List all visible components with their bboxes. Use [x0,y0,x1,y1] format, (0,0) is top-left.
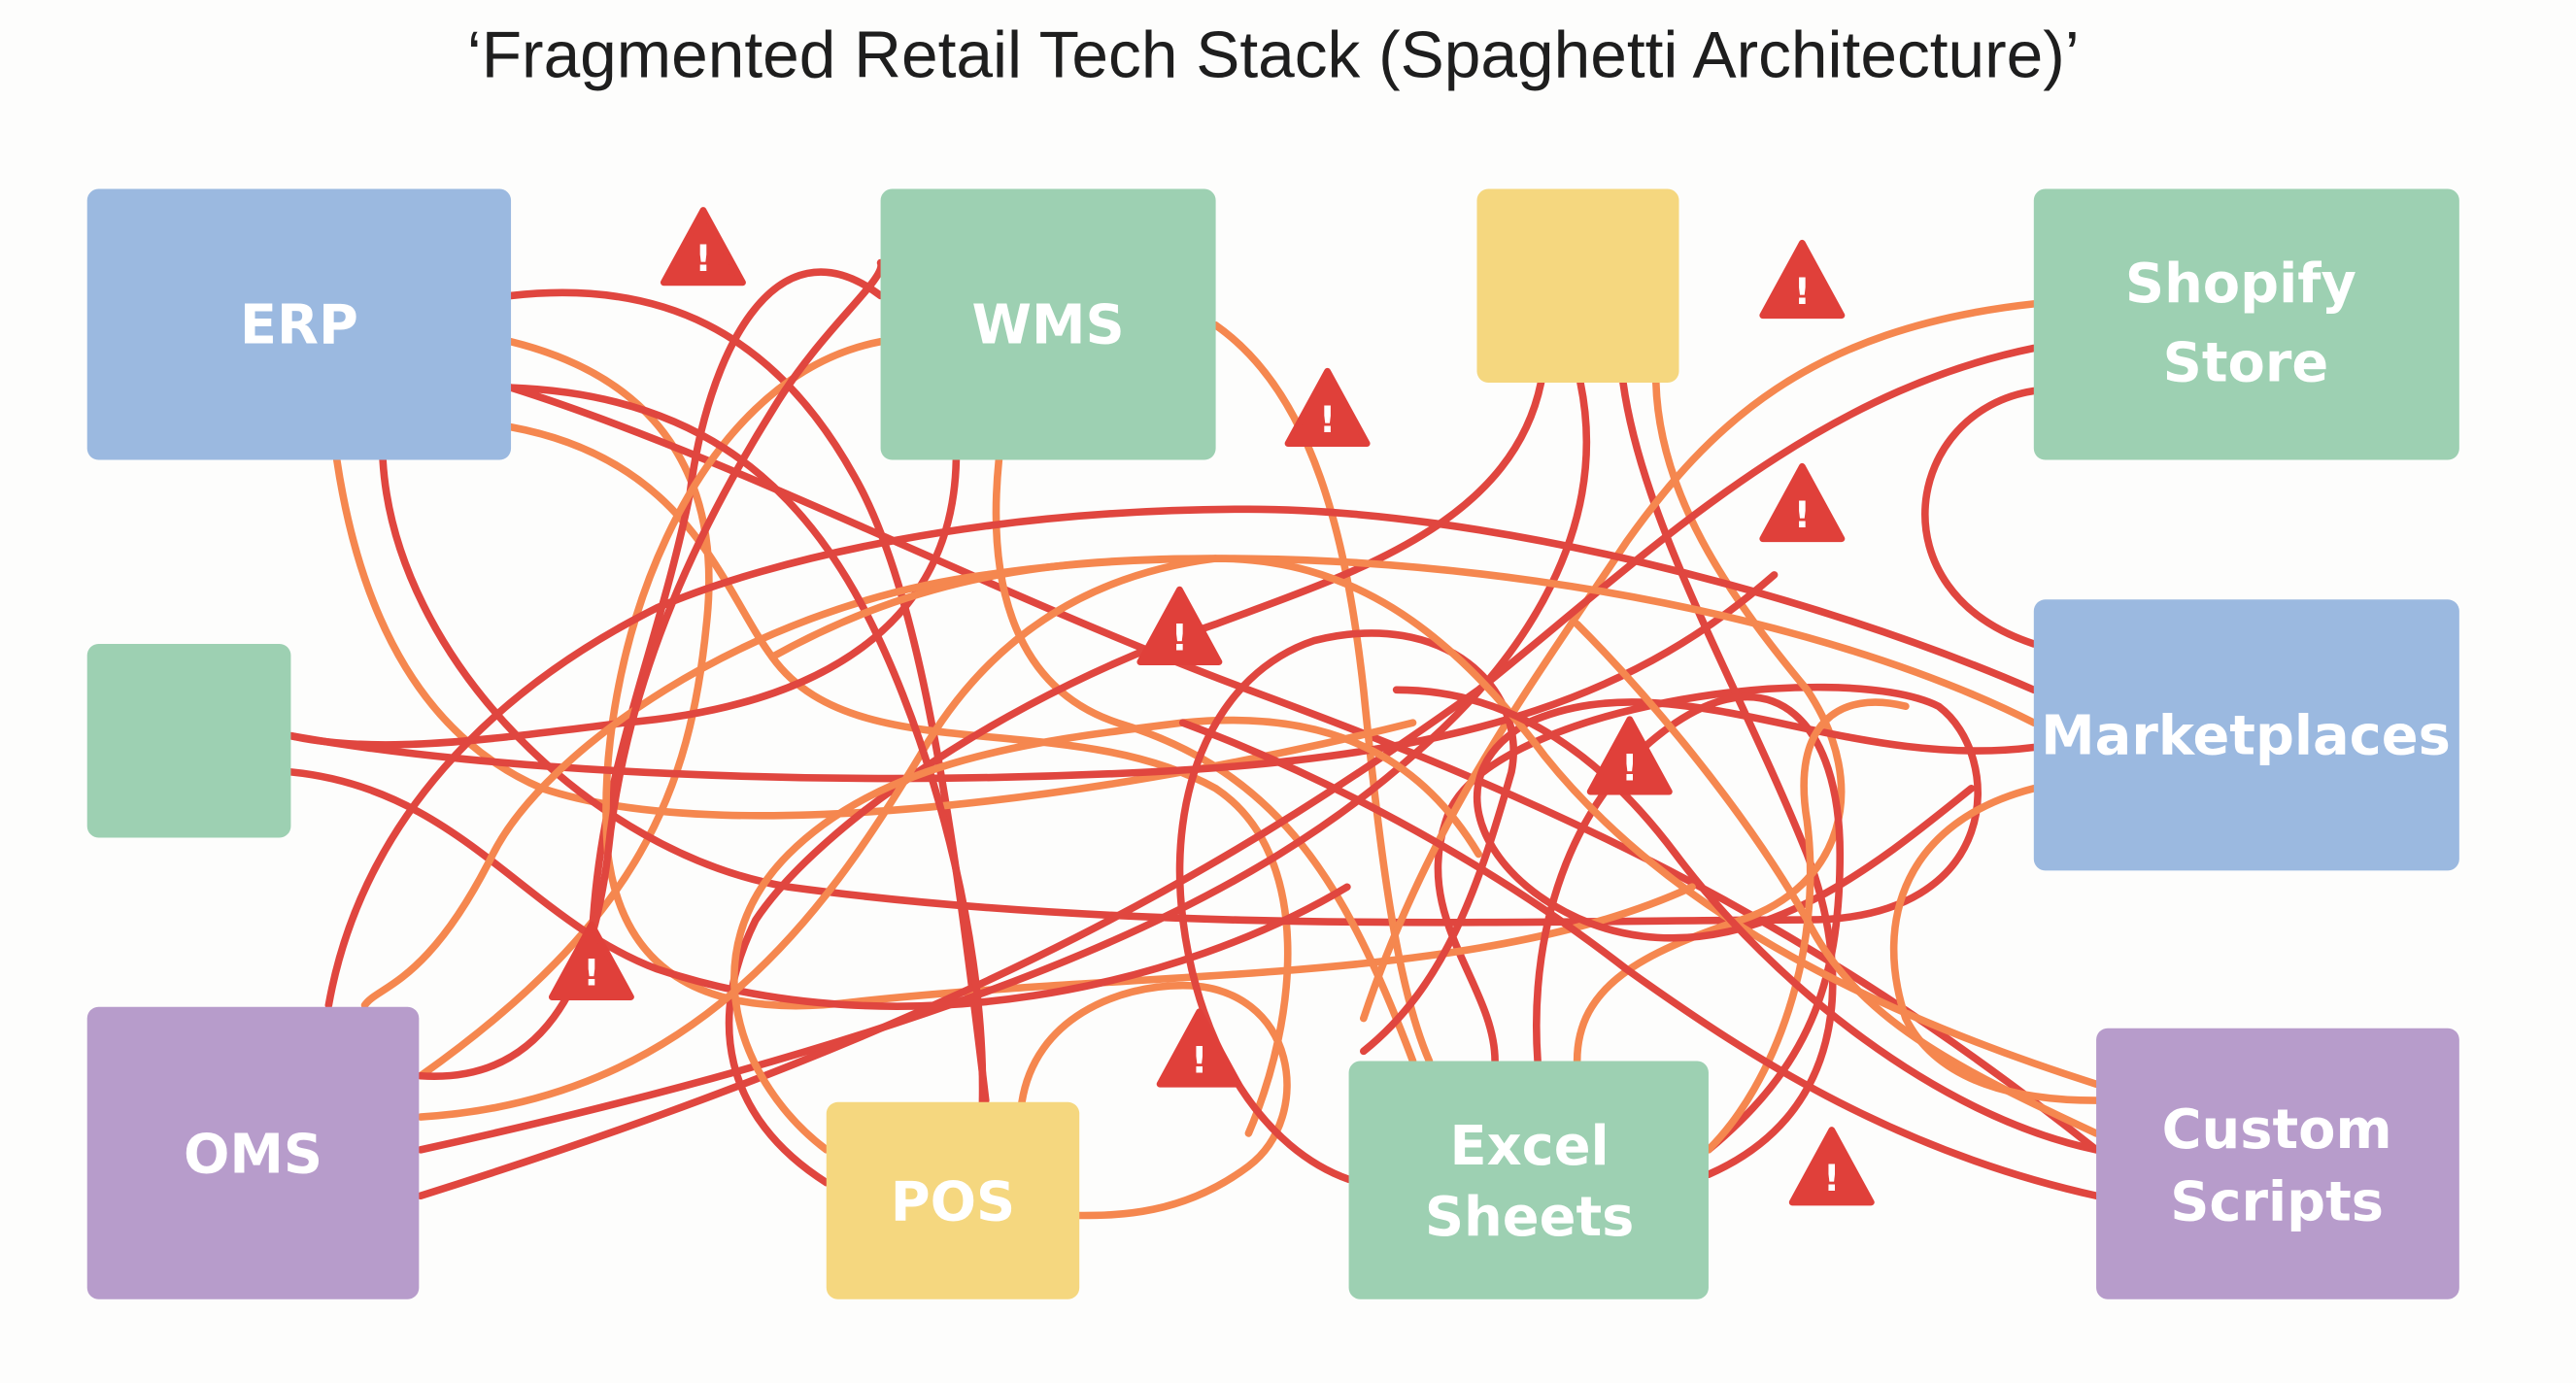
node-label: Shopify [2125,253,2356,316]
svg-text:!: ! [695,237,711,280]
wire [1921,387,2038,648]
wire [1473,698,2038,942]
diagram-title: ‘Fragmented Retail Tech Stack (Spaghetti… [467,18,2080,91]
wire [1018,981,1291,1220]
connection-wires [287,258,2100,1220]
warning-triangle-icon: ! [1759,239,1846,320]
svg-text:!: ! [1794,270,1811,313]
wire [1178,719,2100,1200]
wire [768,555,2100,1089]
wire [992,455,1417,1065]
wire [1705,698,1910,1154]
wire [1392,686,2100,1154]
wire [507,384,987,1106]
wire [730,716,1482,1154]
warning-triangle-icon: ! [1586,716,1673,795]
warning-triangle-icon: ! [1759,462,1846,543]
wire [1211,321,1434,1065]
svg-text:!: ! [583,952,599,995]
wire [417,258,885,1081]
wire [360,555,2038,1009]
wire [417,555,1220,1121]
node-label: ERP [240,293,358,356]
node-label: Store [2163,331,2329,394]
node-label: WMS [971,293,1124,356]
wire [602,337,1696,1010]
wire [1573,620,2100,1137]
svg-text:!: ! [1621,746,1638,789]
node-label: Sheets [1425,1186,1634,1249]
node-label: POS [891,1171,1016,1234]
svg-text:!: ! [1171,617,1188,659]
svg-text:!: ! [1794,493,1811,536]
node-pos: POS [826,1101,1080,1299]
wire [1359,300,2038,1023]
node-excel-sheets: Excel Sheets [1348,1061,1709,1299]
node-custom-scripts: Custom Scripts [2096,1028,2459,1299]
warning-triangle-icon: ! [1284,367,1371,448]
svg-text:!: ! [1823,1157,1840,1199]
svg-text:!: ! [1319,398,1336,441]
node-unlabeled-green [86,643,291,838]
wire [287,455,961,749]
svg-text:!: ! [1191,1038,1207,1081]
wire [287,768,1351,1010]
wire [417,379,1591,1154]
node-label: Scripts [2170,1171,2384,1234]
wire [379,455,1982,1065]
wire [1533,692,1845,1154]
warning-triangle-icon: ! [1136,586,1223,665]
warning-triangle-icon: ! [660,207,746,287]
warning-triangle-icon: ! [548,921,634,1000]
node-marketplaces: Marketplaces [2033,599,2459,871]
node-shopify-store: Shopify Store [2033,188,2459,460]
warning-icons: ! ! ! ! ! ! ! ! ! [548,207,1875,1206]
node-label: Marketplaces [2041,704,2451,767]
node-unlabeled-yellow [1476,188,1679,384]
warning-triangle-icon: ! [1788,1127,1875,1206]
node-erp: ERP [86,188,512,460]
node-wms: WMS [880,188,1216,460]
wire [417,337,713,1080]
system-nodes: ERP WMS Shopify Store Marketplaces OMS P… [86,188,2459,1299]
node-label: OMS [184,1124,322,1187]
wire [725,379,1545,1187]
wire [324,505,2038,1009]
node-oms: OMS [86,1006,420,1299]
node-label: Custom [2162,1098,2392,1162]
node-label: Excel [1450,1115,1610,1178]
warning-triangle-icon: ! [1156,1008,1242,1088]
wire [417,344,2038,1200]
